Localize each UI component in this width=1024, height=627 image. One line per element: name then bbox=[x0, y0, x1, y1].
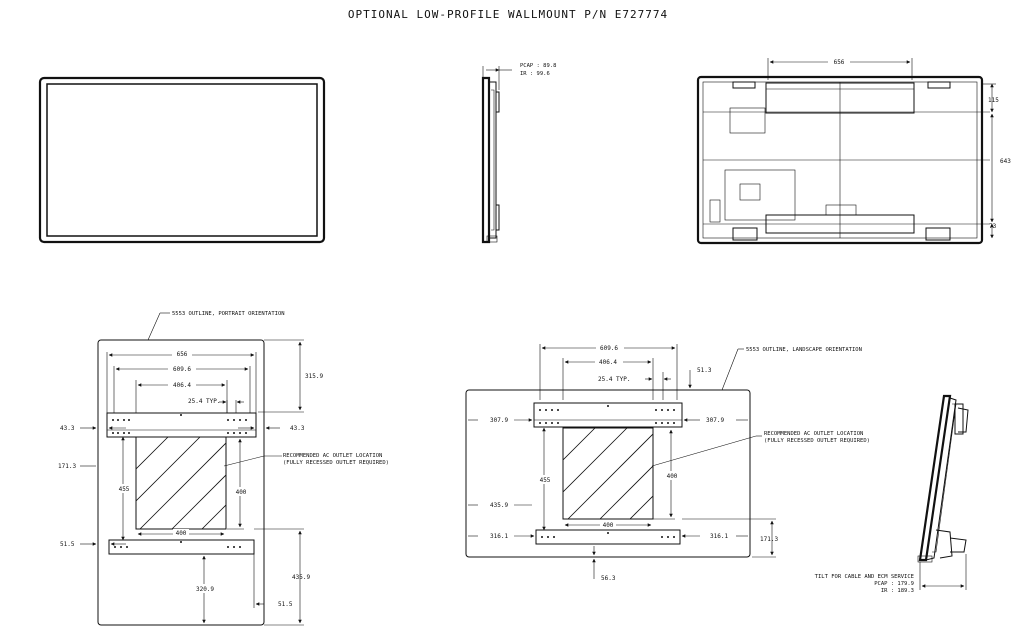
portrait-layout: 5553 OUTLINE, PORTRAIT ORIENTATION 656 6… bbox=[58, 311, 389, 626]
portrait-dim-455: 455 bbox=[119, 486, 130, 493]
landscape-dim-455: 455 bbox=[540, 477, 551, 484]
portrait-dim-435: 435.9 bbox=[292, 574, 310, 581]
portrait-dim-400-v: 400 bbox=[236, 489, 247, 496]
portrait-dim-171: 171.3 bbox=[58, 463, 76, 470]
landscape-top-bracket-holes bbox=[539, 405, 675, 424]
portrait-bottom-bracket-holes bbox=[114, 541, 241, 548]
side-depth-pcap: PCAP : 89.8 bbox=[520, 63, 556, 69]
front-view bbox=[38, 76, 326, 244]
landscape-outlet-label-1: RECOMMENDED AC OUTLET LOCATION bbox=[764, 431, 863, 437]
portrait-dim-51-right: 51.5 bbox=[278, 601, 293, 608]
portrait-dim-43-right: 43.3 bbox=[290, 425, 305, 432]
portrait-outlet-label-1: RECOMMENDED AC OUTLET LOCATION bbox=[283, 453, 382, 459]
landscape-dim-400-v: 400 bbox=[667, 473, 678, 480]
side-depth-ir: IR : 99.6 bbox=[520, 71, 550, 77]
landscape-dim-400-h: 400 bbox=[603, 522, 614, 529]
rear-view: 656 115 643 73 bbox=[696, 57, 1011, 245]
landscape-dim-435: 435.9 bbox=[490, 502, 508, 509]
portrait-dim-320: 320.9 bbox=[196, 586, 214, 593]
rear-dim-643: 643 bbox=[1000, 158, 1011, 165]
tilt-label: TILT FOR CABLE AND ECM SERVICE bbox=[815, 574, 914, 580]
portrait-outlet-hatch bbox=[136, 437, 226, 529]
landscape-dim-171: 171.3 bbox=[760, 536, 778, 543]
portrait-dim-400-h: 400 bbox=[176, 530, 187, 537]
portrait-dim-315: 315.9 bbox=[305, 373, 323, 380]
landscape-dim-316-left: 316.1 bbox=[490, 533, 508, 540]
landscape-outline-label: 5553 OUTLINE, LANDSCAPE ORIENTATION bbox=[746, 347, 862, 353]
portrait-dim-43-left: 43.3 bbox=[60, 425, 75, 432]
landscape-dim-609: 609.6 bbox=[600, 345, 618, 352]
landscape-dim-typ: 25.4 TYP. bbox=[598, 376, 631, 383]
landscape-dim-406: 406.4 bbox=[599, 359, 617, 366]
landscape-dim-307-left: 307.9 bbox=[490, 417, 508, 424]
portrait-dim-51-left: 51.5 bbox=[60, 541, 75, 548]
tilt-ir: IR : 189.3 bbox=[881, 588, 914, 594]
portrait-dim-609: 609.6 bbox=[173, 366, 191, 373]
portrait-top-bracket-holes bbox=[112, 414, 247, 434]
rear-dim-115: 115 bbox=[988, 97, 999, 104]
portrait-outline-label: 5553 OUTLINE, PORTRAIT ORIENTATION bbox=[172, 311, 285, 317]
portrait-outlet-label-2: (FULLY RECESSED OUTLET REQUIRED) bbox=[283, 460, 389, 466]
rear-dim-656: 656 bbox=[834, 59, 845, 66]
tilt-pcap: PCAP : 179.9 bbox=[874, 581, 914, 587]
portrait-dim-656: 656 bbox=[177, 351, 188, 358]
drawing-title: OPTIONAL LOW-PROFILE WALLMOUNT P/N E7277… bbox=[348, 8, 668, 21]
portrait-dim-typ: 25.4 TYP. bbox=[188, 398, 221, 405]
portrait-dim-406: 406.4 bbox=[173, 382, 191, 389]
landscape-dim-51-3: 51.3 bbox=[697, 367, 712, 374]
landscape-outlet-label-2: (FULLY RECESSED OUTLET REQUIRED) bbox=[764, 438, 870, 444]
landscape-outlet-hatch bbox=[563, 428, 653, 519]
landscape-dim-316-right: 316.1 bbox=[710, 533, 728, 540]
landscape-dim-307-right: 307.9 bbox=[706, 417, 724, 424]
landscape-layout: 5553 OUTLINE, LANDSCAPE ORIENTATION 609.… bbox=[465, 343, 870, 582]
landscape-dim-56: 56.3 bbox=[601, 575, 616, 582]
tilt-view: TILT FOR CABLE AND ECM SERVICE PCAP : 17… bbox=[815, 394, 969, 594]
rear-dim-73: 73 bbox=[989, 223, 997, 230]
landscape-bottom-bracket-holes bbox=[541, 532, 675, 538]
side-view: PCAP : 89.8 IR : 99.6 bbox=[481, 63, 556, 244]
